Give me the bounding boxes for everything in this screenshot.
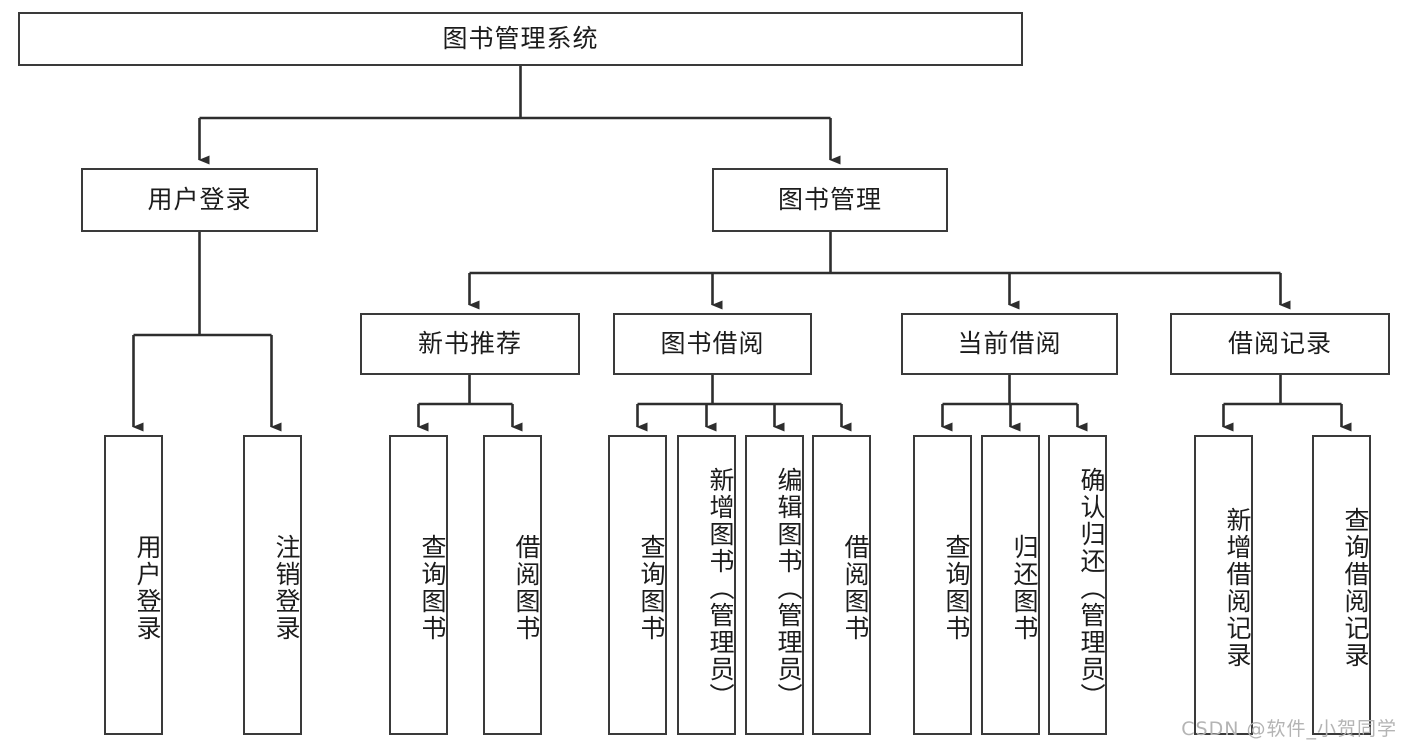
- node-current-borrow[interactable]: 当前借阅: [901, 313, 1118, 375]
- leaf-label: 编辑图书（管理员）: [774, 466, 803, 710]
- node-book-borrow[interactable]: 图书借阅: [613, 313, 812, 375]
- leaf-borrow-borrow-book[interactable]: 借阅图书: [812, 435, 871, 735]
- leaf-record-add-record[interactable]: 新增借阅记录: [1194, 435, 1253, 735]
- leaf-borrow-query-book[interactable]: 查询图书: [608, 435, 667, 735]
- leaf-label: 查询图书: [942, 534, 971, 642]
- leaf-borrow-edit-book-admin[interactable]: 编辑图书（管理员）: [745, 435, 804, 735]
- leaf-current-query-book[interactable]: 查询图书: [913, 435, 972, 735]
- leaf-recommend-borrow-book[interactable]: 借阅图书: [483, 435, 542, 735]
- leaf-label: 新增借阅记录: [1223, 507, 1252, 669]
- leaf-label: 确认归还（管理员）: [1077, 466, 1106, 710]
- leaf-label: 归还图书: [1010, 534, 1039, 642]
- leaf-label: 查询借阅记录: [1341, 507, 1370, 669]
- leaf-recommend-query-book[interactable]: 查询图书: [389, 435, 448, 735]
- leaf-label: 新增图书（管理员）: [706, 466, 735, 710]
- leaf-label: 借阅图书: [841, 534, 870, 642]
- leaf-borrow-add-book-admin[interactable]: 新增图书（管理员）: [677, 435, 736, 735]
- node-root-system[interactable]: 图书管理系统: [18, 12, 1023, 66]
- leaf-label: 查询图书: [637, 534, 666, 642]
- csdn-watermark: CSDN @软件_小贺同学: [1181, 718, 1397, 740]
- leaf-label: 查询图书: [418, 534, 447, 642]
- leaf-user-login-logout[interactable]: 注销登录: [243, 435, 302, 735]
- node-book-management[interactable]: 图书管理: [712, 168, 948, 232]
- leaf-current-return-book[interactable]: 归还图书: [981, 435, 1040, 735]
- leaf-label: 用户登录: [133, 534, 162, 642]
- leaf-label: 借阅图书: [512, 534, 541, 642]
- leaf-record-query-record[interactable]: 查询借阅记录: [1312, 435, 1371, 735]
- node-new-book-recommend[interactable]: 新书推荐: [360, 313, 580, 375]
- leaf-user-login-login[interactable]: 用户登录: [104, 435, 163, 735]
- node-borrow-record[interactable]: 借阅记录: [1170, 313, 1390, 375]
- leaf-current-confirm-return-admin[interactable]: 确认归还（管理员）: [1048, 435, 1107, 735]
- leaf-label: 注销登录: [272, 534, 301, 642]
- node-user-login[interactable]: 用户登录: [81, 168, 318, 232]
